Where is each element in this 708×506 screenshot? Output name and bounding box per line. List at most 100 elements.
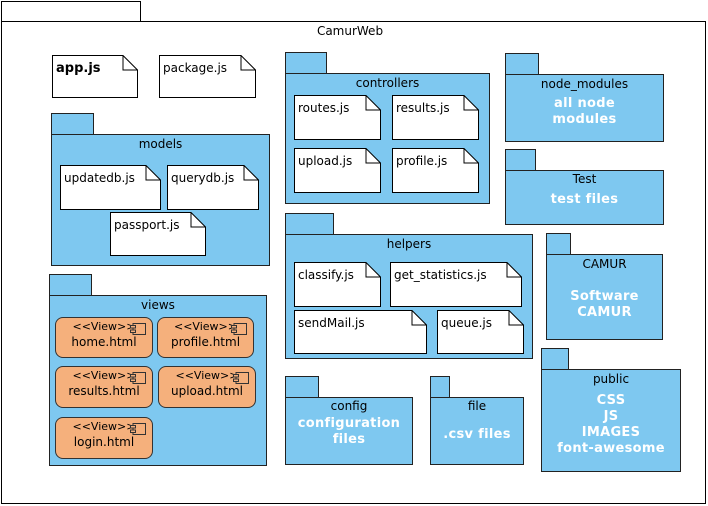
- note-shape: [294, 310, 427, 354]
- content-line: .csv files: [443, 427, 511, 442]
- node-modules-package: node_modules all node modules: [505, 74, 664, 142]
- note-shape: [294, 148, 381, 193]
- root-frame-title: CamurWeb: [316, 24, 384, 38]
- queue-js-note: queue.js: [437, 310, 524, 354]
- note-shape: [294, 262, 381, 307]
- note-label: updatedb.js: [64, 171, 135, 185]
- view-profile: <<View>> profile.html: [157, 317, 254, 358]
- content-line: font-awesome: [557, 441, 665, 456]
- package-name: controllers: [355, 76, 420, 90]
- note-shape: [52, 55, 138, 98]
- note-shape: [60, 165, 161, 210]
- querydb-js-note: querydb.js: [167, 165, 259, 210]
- content-line: modules: [552, 112, 617, 127]
- config-package-tab: [285, 376, 319, 398]
- note-label: package.js: [163, 61, 228, 75]
- camur-package-tab: [546, 233, 571, 255]
- note-shape: [294, 95, 381, 140]
- config-package: config configuration files: [285, 397, 413, 465]
- content-line: all node: [554, 96, 615, 111]
- note-label: sendMail.js: [298, 316, 365, 330]
- test-package: Test test files: [505, 170, 664, 225]
- note-shape: [392, 148, 479, 193]
- component-icon: [231, 323, 247, 335]
- package-content: configuration files: [286, 416, 412, 448]
- content-line: configuration: [297, 416, 401, 431]
- package-content: Software CAMUR: [547, 289, 662, 321]
- package-name: views: [141, 298, 175, 312]
- package-content: all node modules: [506, 96, 663, 128]
- view-name: results.html: [68, 384, 140, 398]
- view-stereotype: <<View>>: [72, 369, 136, 382]
- content-line: files: [332, 432, 366, 447]
- note-shape: [437, 310, 524, 354]
- note-label: profile.js: [396, 154, 448, 168]
- routes-js-note: routes.js: [294, 95, 381, 140]
- public-package-tab: [541, 348, 569, 370]
- package-name: helpers: [386, 237, 432, 251]
- passport-js-note: passport.js: [110, 212, 206, 256]
- content-line: test files: [550, 192, 619, 207]
- updatedb-js-note: updatedb.js: [60, 165, 161, 210]
- note-shape: [110, 212, 206, 256]
- profile-js-note: profile.js: [392, 148, 479, 193]
- views-package-tab: [49, 274, 92, 296]
- note-label: passport.js: [114, 218, 180, 232]
- view-stereotype: <<View>>: [175, 369, 239, 382]
- package-name: file: [467, 399, 487, 413]
- package-name: config: [330, 399, 368, 413]
- note-label: get_statistics.js: [394, 268, 487, 282]
- controllers-package-tab: [285, 52, 327, 74]
- package-name: node_modules: [540, 77, 629, 91]
- content-line: Software: [570, 289, 639, 304]
- note-label: classify.js: [298, 268, 354, 282]
- package-js-note: package.js: [159, 55, 256, 98]
- content-line: CSS: [596, 393, 626, 408]
- note-shape: [159, 55, 256, 98]
- note-shape: [167, 165, 259, 210]
- package-content: test files: [506, 192, 663, 208]
- classify-js-note: classify.js: [294, 262, 381, 307]
- results-js-note: results.js: [392, 95, 479, 140]
- view-name: profile.html: [170, 335, 241, 349]
- package-name: CAMUR: [582, 257, 627, 271]
- content-line: JS: [603, 409, 619, 424]
- test-package-tab: [505, 149, 536, 171]
- get-statistics-js-note: get_statistics.js: [390, 262, 522, 307]
- view-name: login.html: [73, 435, 135, 449]
- component-icon: [130, 372, 146, 384]
- note-label: upload.js: [298, 154, 353, 168]
- note-label: results.js: [396, 101, 450, 115]
- package-content: CSS JS IMAGES font-awesome: [542, 393, 680, 457]
- content-line: CAMUR: [577, 305, 632, 320]
- component-icon: [233, 372, 249, 384]
- root-frame-tab: [1, 1, 141, 22]
- file-package: file .csv files: [430, 397, 524, 465]
- view-login: <<View>> login.html: [55, 417, 153, 459]
- models-package-tab: [51, 113, 94, 135]
- note-label: app.js: [56, 61, 101, 76]
- view-stereotype: <<View>>: [72, 420, 136, 433]
- view-results: <<View>> results.html: [55, 366, 153, 408]
- camur-package: CAMUR Software CAMUR: [546, 254, 663, 340]
- note-shape: [392, 95, 479, 140]
- app-js-note: app.js: [52, 55, 138, 98]
- content-line: IMAGES: [581, 425, 641, 440]
- note-shape: [390, 262, 522, 307]
- view-stereotype: <<View>>: [72, 320, 136, 333]
- component-icon: [130, 323, 146, 335]
- node-modules-package-tab: [505, 53, 539, 75]
- view-name: upload.html: [170, 384, 244, 398]
- helpers-package-tab: [285, 213, 334, 235]
- component-icon: [130, 423, 146, 435]
- view-stereotype: <<View>>: [174, 320, 237, 333]
- file-package-tab: [430, 376, 450, 398]
- note-label: queue.js: [441, 316, 492, 330]
- package-name: models: [138, 137, 183, 151]
- note-label: querydb.js: [171, 171, 235, 185]
- upload-js-note: upload.js: [294, 148, 381, 193]
- public-package: public CSS JS IMAGES font-awesome: [541, 369, 681, 472]
- package-name: Test: [572, 172, 597, 186]
- sendmail-js-note: sendMail.js: [294, 310, 427, 354]
- package-name: public: [592, 372, 630, 386]
